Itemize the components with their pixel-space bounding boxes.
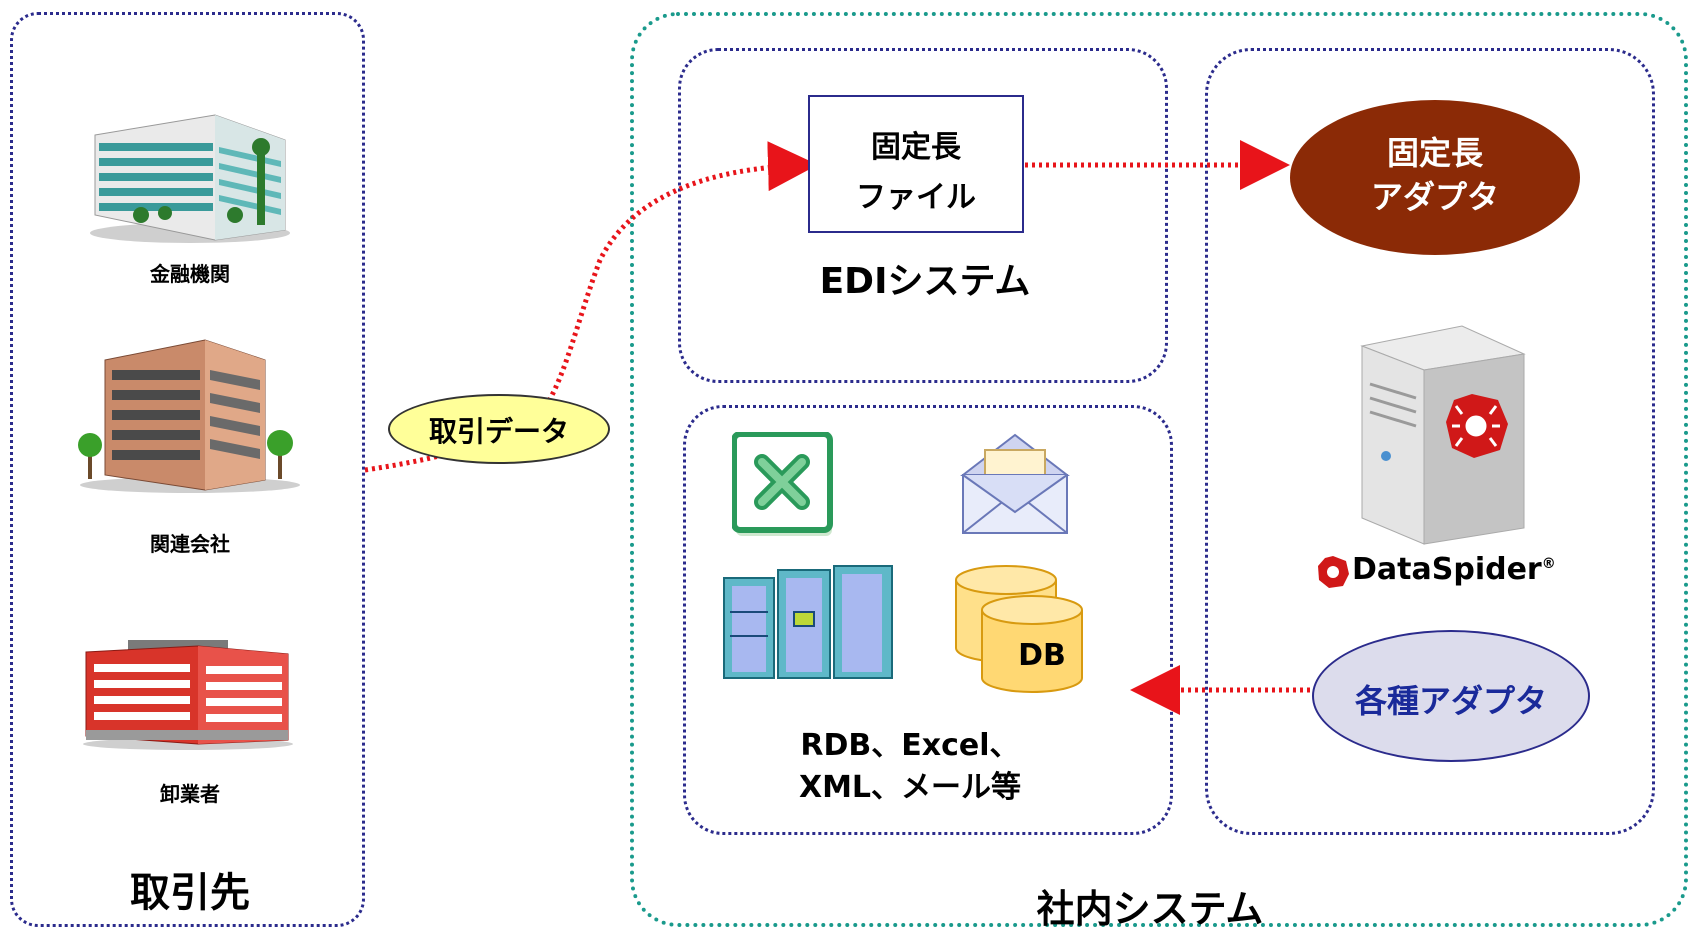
mainframe-server-icon (723, 565, 893, 679)
internal-system-title: 社内システム (1036, 887, 1264, 931)
data-sources-line2: XML、メール等 (798, 770, 1022, 805)
partners-panel (10, 12, 365, 927)
various-adapters (1312, 630, 1590, 762)
transaction-data-badge (388, 394, 610, 464)
partners-title: 取引先 (130, 870, 250, 916)
db-label: DB (1018, 638, 1066, 673)
partner-label-wholesaler: 卸業者 (160, 782, 220, 806)
internal-system-panel (630, 12, 1688, 927)
registered-mark: ® (1541, 556, 1556, 572)
edi-system-panel (678, 48, 1168, 383)
wholesaler-building-icon (83, 640, 293, 750)
data-sources-line1: RDB、Excel、 (800, 728, 1020, 763)
affiliated-company-building-icon (78, 339, 300, 493)
fixed-length-file-label-line2: ファイル (856, 180, 976, 215)
fixed-length-adapter-line2: アダプタ (1370, 178, 1499, 216)
incoming-data-arrow (364, 141, 818, 473)
edi-system-title: EDIシステム (819, 261, 1031, 302)
partner-label-financial: 金融機関 (150, 262, 230, 286)
dataspider-brand-text: DataSpider (1352, 552, 1542, 587)
financial-institution-building-icon (90, 114, 290, 243)
dataspider-logo-icon (1318, 556, 1349, 588)
transaction-data-label: 取引データ (428, 415, 569, 448)
fixed-length-adapter-line1: 固定長 (1386, 134, 1483, 172)
dataspider-brand: DataSpider® (1352, 552, 1556, 587)
email-envelope-icon (960, 433, 1070, 534)
fixed-length-adapter (1290, 100, 1580, 255)
dataspider-server-icon (1360, 325, 1526, 545)
dataspider-panel (1205, 48, 1655, 835)
excel-icon (732, 432, 833, 536)
fixed-length-file-label-line1: 固定長 (871, 130, 961, 165)
data-sources-panel (683, 405, 1173, 835)
database-cylinder-icon (955, 565, 1083, 693)
partner-label-affiliated: 関連会社 (150, 532, 230, 556)
various-adapters-label: 各種アダプタ (1354, 682, 1547, 720)
fixed-length-file-box (808, 95, 1024, 233)
